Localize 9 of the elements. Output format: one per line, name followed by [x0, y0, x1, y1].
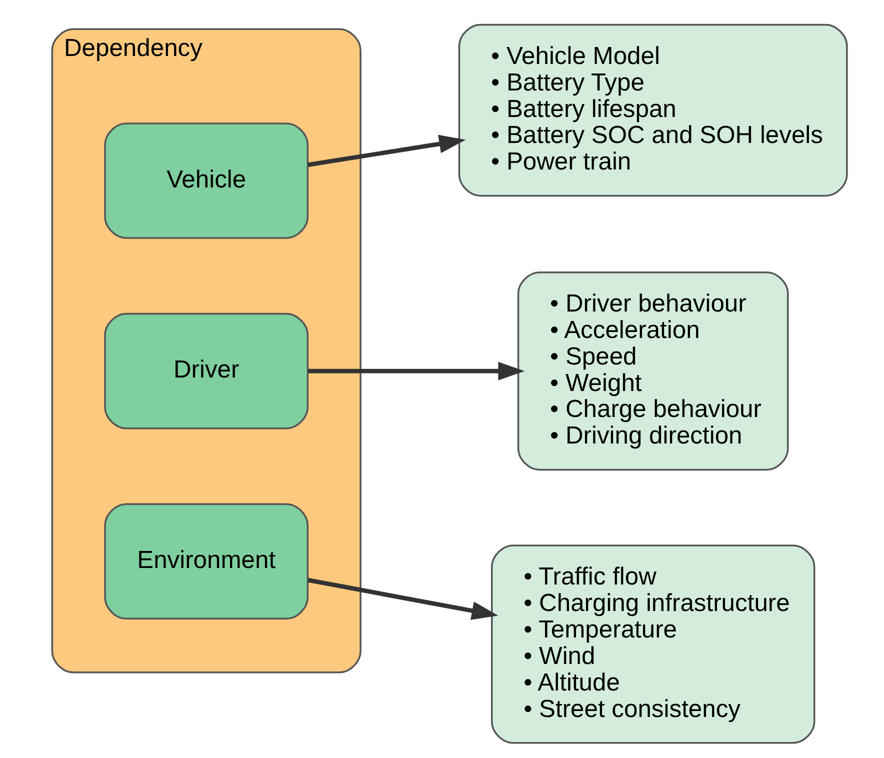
- node-box: • Traffic flow • Charging infrastructure • Temperature • Wind • Altitude • Street consistency: [490, 544, 815, 744]
- node-box: Vehicle: [104, 122, 308, 239]
- node-box: • Vehicle Model • Battery Type • Battery lifespan • Battery SOC and SOH levels • Power train: [458, 24, 848, 197]
- arrow: [308, 362, 524, 380]
- node-box: Driver: [104, 312, 308, 430]
- arrow: [307, 134, 466, 167]
- node-box: • Driver behaviour • Acceleration • Speed • Weight • Charge behaviour • Driving direction: [516, 272, 788, 471]
- arrow: [307, 578, 498, 620]
- node-box: Environment: [104, 503, 308, 620]
